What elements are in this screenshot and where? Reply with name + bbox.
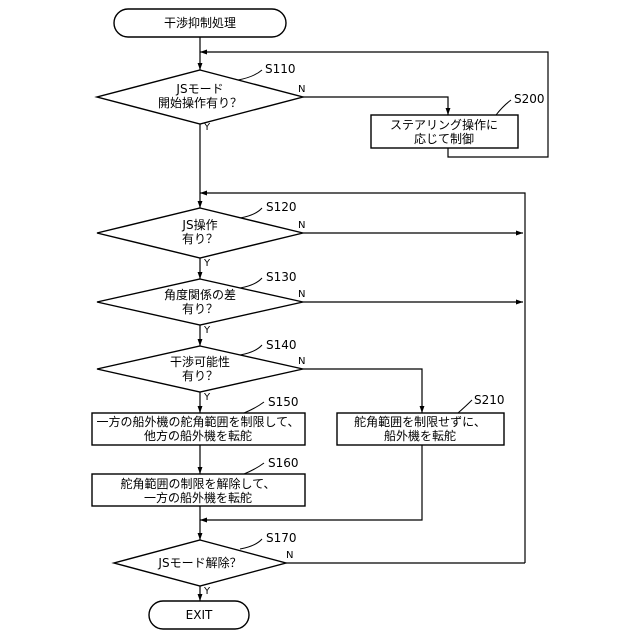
step-leader [496, 100, 511, 115]
flow-arrow [303, 97, 448, 115]
process-text-line2: 船外機を転舵 [384, 428, 456, 443]
step-label-s150: S150 [268, 395, 299, 409]
process-text-line2: 他方の船外機を転舵 [144, 428, 252, 443]
decision-text-line1: JSモード [175, 82, 223, 96]
no-label: N [298, 289, 305, 300]
process-text-line1: ステアリング操作に [390, 117, 498, 132]
step-label-s130: S130 [266, 270, 297, 284]
process-text-line1: 舵角範囲の制限を解除して、 [120, 476, 275, 491]
no-label: N [298, 356, 305, 367]
decision-s130: 角度関係の差 有り？ S130 N Y [97, 270, 305, 336]
decision-s140: 干渉可能性 有り？ S140 N Y [97, 338, 305, 403]
process-text-line1: 舵角範囲を制限せずに、 [354, 414, 486, 429]
decision-text-line2: 有り？ [182, 232, 218, 246]
decision-text-line1: JS操作 [181, 217, 217, 232]
decision-text-line2: 有り？ [182, 302, 218, 316]
step-label-s210: S210 [474, 393, 505, 407]
decision-text-line2: 有り？ [182, 369, 218, 383]
start-label: 干渉抑制処理 [164, 15, 236, 30]
decision-text-line1: JSモード解除？ [157, 555, 241, 570]
step-leader [244, 463, 264, 474]
no-label: N [286, 550, 293, 561]
decision-text-line1: 干渉可能性 [170, 354, 230, 369]
decision-text-line2: 開始操作有り？ [158, 95, 242, 110]
process-text-line2: 一方の船外機を転舵 [144, 490, 252, 505]
step-leader [238, 70, 262, 80]
step-label-s110: S110 [265, 62, 296, 76]
process-text-line1: 一方の船外機の舵角範囲を制限して、 [96, 414, 299, 429]
step-leader [240, 539, 262, 549]
decision-s120: JS操作 有り？ S120 N Y [97, 200, 305, 269]
step-leader [458, 400, 472, 413]
exit-label: EXIT [186, 608, 213, 622]
yes-label: Y [203, 392, 211, 403]
yes-label: Y [203, 258, 211, 269]
flow-arrow [303, 369, 422, 413]
step-label-s160: S160 [268, 456, 299, 470]
step-leader [240, 208, 262, 218]
step-label-s120: S120 [266, 200, 297, 214]
decision-s170: JSモード解除？ S170 N Y [114, 531, 297, 597]
start-terminal: 干渉抑制処理 [114, 9, 286, 37]
yes-label: Y [203, 586, 211, 597]
decision-text-line1: 角度関係の差 [164, 287, 236, 302]
exit-terminal: EXIT [149, 601, 249, 629]
no-label: N [298, 84, 305, 95]
step-leader [240, 278, 262, 288]
step-leader [244, 402, 264, 413]
step-label-s200: S200 [514, 92, 545, 106]
process-s200: ステアリング操作に 応じて制御 S200 [371, 92, 545, 148]
process-text-line2: 応じて制御 [414, 131, 474, 146]
yes-label: Y [203, 122, 211, 133]
step-label-s140: S140 [266, 338, 297, 352]
process-s210: 舵角範囲を制限せずに、 船外機を転舵 S210 [337, 393, 505, 445]
decision-s110: JSモード 開始操作有り？ S110 N Y [97, 62, 305, 133]
step-leader [240, 345, 262, 355]
process-s150: 一方の船外機の舵角範囲を制限して、 他方の船外機を転舵 S150 [92, 395, 305, 445]
step-label-s170: S170 [266, 531, 297, 545]
process-s160: 舵角範囲の制限を解除して、 一方の船外機を転舵 S160 [92, 456, 305, 506]
yes-label: Y [203, 325, 211, 336]
no-label: N [298, 220, 305, 231]
